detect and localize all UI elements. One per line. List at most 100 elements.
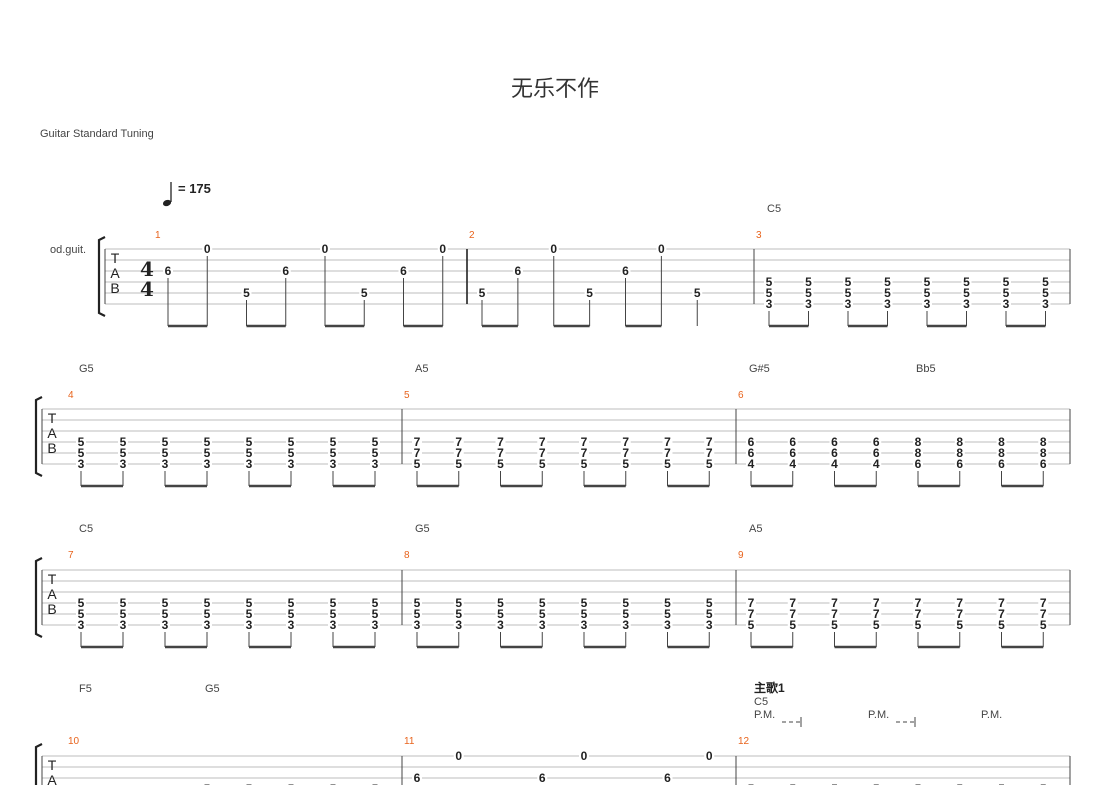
fret-number: 7 xyxy=(873,607,880,621)
fret-backdrop xyxy=(453,458,464,469)
fret-number: 5 xyxy=(372,782,379,785)
fret-backdrop xyxy=(871,447,882,458)
fret-backdrop xyxy=(620,436,631,447)
tab-clef-letter: B xyxy=(110,280,119,296)
fret-number: 3 xyxy=(581,618,588,632)
fret-backdrop xyxy=(412,772,422,783)
fret-number: 5 xyxy=(288,446,295,460)
fret-number: 5 xyxy=(330,607,337,621)
fret-number: 6 xyxy=(956,457,963,471)
fret-number: 5 xyxy=(246,607,253,621)
fret-number: 6 xyxy=(831,435,838,449)
fret-backdrop xyxy=(495,619,506,630)
palm-mute-label: P.M. xyxy=(754,709,775,721)
fret-number: 5 xyxy=(748,618,755,632)
bar-number: 4 xyxy=(68,390,74,401)
fret-backdrop xyxy=(1040,298,1051,309)
fret-number: 5 xyxy=(455,596,462,610)
fret-backdrop xyxy=(412,619,422,630)
fret-number: 5 xyxy=(162,446,169,460)
fret-backdrop xyxy=(328,619,338,630)
fret-number: 7 xyxy=(455,446,462,460)
fret-backdrop xyxy=(579,458,589,469)
fret-number: 7 xyxy=(455,435,462,449)
fret-number: 5 xyxy=(372,435,379,449)
fret-number: 5 xyxy=(694,286,701,300)
fret-number: 5 xyxy=(581,457,588,471)
fret-number: 5 xyxy=(845,286,852,300)
fret-number: 3 xyxy=(622,618,629,632)
fret-backdrop xyxy=(1040,287,1051,298)
fret-number: 5 xyxy=(1042,275,1049,289)
staff-bracket xyxy=(97,236,106,317)
fret-backdrop xyxy=(764,276,774,287)
palm-mute-label: P.M. xyxy=(868,709,889,721)
fret-backdrop xyxy=(244,608,254,619)
fret-number: 7 xyxy=(1040,607,1047,621)
fret-number: 5 xyxy=(622,596,629,610)
fret-number: 5 xyxy=(956,618,963,632)
fret-backdrop xyxy=(704,597,715,608)
bar-number: 1 xyxy=(155,230,161,241)
fret-number: 5 xyxy=(998,618,1005,632)
fret-backdrop xyxy=(662,436,673,447)
fret-number: 5 xyxy=(162,435,169,449)
fret-backdrop xyxy=(843,276,853,287)
fret-number: 7 xyxy=(706,446,713,460)
fret-number: 5 xyxy=(162,607,169,621)
fret-number: 3 xyxy=(162,457,169,471)
fret-backdrop xyxy=(1038,783,1049,785)
fret-backdrop xyxy=(453,608,464,619)
fret-number: 7 xyxy=(539,435,546,449)
fret-backdrop xyxy=(871,608,882,619)
fret-backdrop xyxy=(118,458,128,469)
fret-number: 5 xyxy=(706,457,713,471)
fret-number: 5 xyxy=(204,596,211,610)
fret-number: 6 xyxy=(282,264,289,278)
tab-clef-letter: T xyxy=(48,571,57,587)
fret-number: 5 xyxy=(963,286,970,300)
fret-number: 5 xyxy=(706,596,713,610)
fret-backdrop xyxy=(244,447,254,458)
fret-number: 6 xyxy=(515,264,522,278)
fret-number: 7 xyxy=(789,596,796,610)
fret-number: 5 xyxy=(845,275,852,289)
fret-number: 0 xyxy=(455,749,462,763)
fret-backdrop xyxy=(370,597,380,608)
fret-number: 6 xyxy=(998,457,1005,471)
fret-number: 7 xyxy=(873,596,880,610)
fret-number: 3 xyxy=(372,457,379,471)
bar-number: 12 xyxy=(738,736,750,747)
fret-backdrop xyxy=(512,265,523,276)
fret-backdrop xyxy=(1040,276,1051,287)
fret-backdrop xyxy=(787,436,798,447)
fret-backdrop xyxy=(922,276,932,287)
fret-number: 7 xyxy=(998,596,1005,610)
chord-name: F5 xyxy=(79,683,92,695)
fret-number: 5 xyxy=(622,607,629,621)
fret-number: 5 xyxy=(539,607,546,621)
fret-number: 5 xyxy=(884,275,891,289)
fret-backdrop xyxy=(829,436,840,447)
fret-number: 5 xyxy=(915,782,922,785)
fret-number: 5 xyxy=(372,596,379,610)
fret-number: 6 xyxy=(622,264,629,278)
fret-number: 3 xyxy=(288,457,295,471)
bar-number: 7 xyxy=(68,550,74,561)
fret-number: 3 xyxy=(372,618,379,632)
fret-number: 5 xyxy=(414,607,421,621)
fret-number: 3 xyxy=(884,297,891,311)
fret-number: 0 xyxy=(204,242,211,256)
fret-number: 5 xyxy=(664,607,671,621)
fret-number: 5 xyxy=(246,446,253,460)
fret-number: 7 xyxy=(414,435,421,449)
fret-number: 5 xyxy=(1040,618,1047,632)
fret-backdrop xyxy=(1001,298,1011,309)
fret-backdrop xyxy=(453,597,464,608)
fret-number: 6 xyxy=(748,446,755,460)
fret-number: 5 xyxy=(924,286,931,300)
fret-backdrop xyxy=(954,447,965,458)
fret-number: 8 xyxy=(956,435,963,449)
fret-backdrop xyxy=(118,619,128,630)
fret-backdrop xyxy=(803,287,814,298)
